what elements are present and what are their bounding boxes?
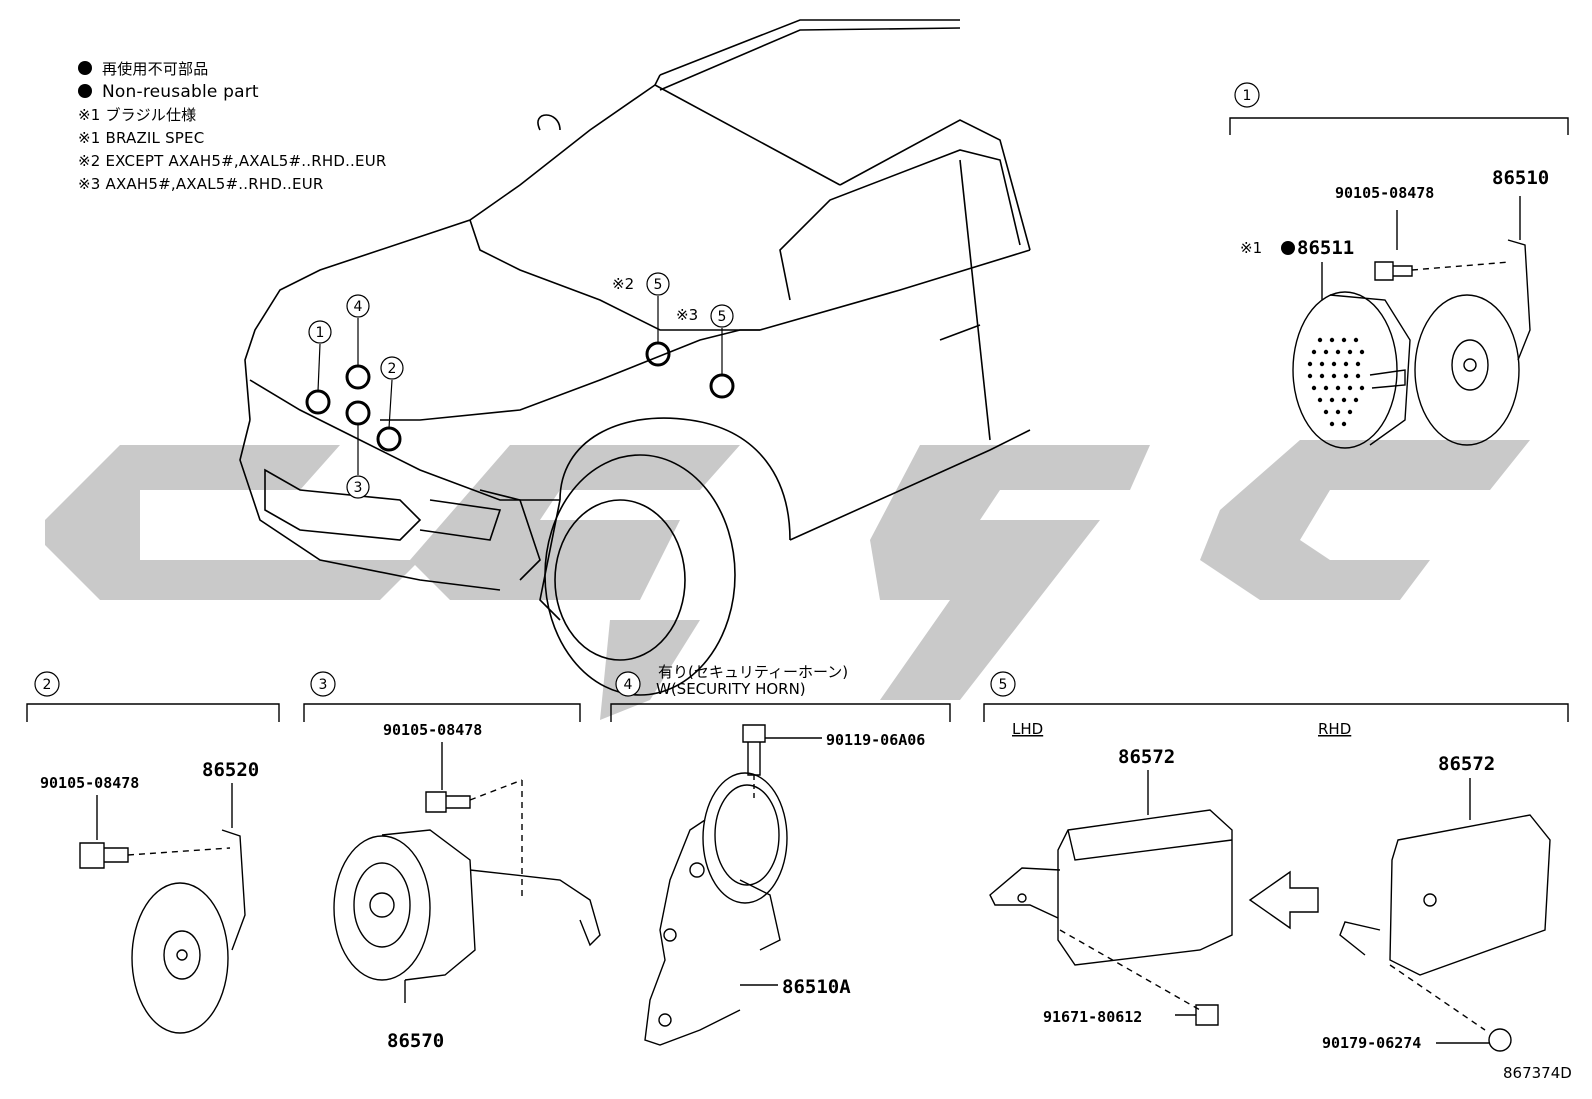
group1-bolt-label: 90105-08478 [1335,184,1434,202]
group5-rhd-label: RHD [1318,720,1351,738]
group5-lhd-part-label: 86572 [1118,746,1175,768]
group4-title-en: W(SECURITY HORN) [656,680,806,698]
group-5: 5 LHD RHD 86572 86572 91671-80612 90179-… [983,671,1569,1052]
group1-horn-label: 86510 [1492,167,1549,189]
vehicle-front-view [239,19,1031,696]
vehicle-callout-circles [308,272,734,499]
group5-callout: 5 [999,677,1008,693]
vehicle-callout-4: 4 [354,299,363,315]
legend-note1-jp: ※1 ブラジル仕様 [78,106,197,124]
legend-note3: ※3 AXAH5#,AXAL5#..RHD..EUR [78,175,324,193]
drawing-number: 867374D [1503,1064,1572,1082]
vehicle-callout-5a: 5 [654,277,663,293]
mark-note2: ※2 [612,275,634,293]
hotspot-5b[interactable] [709,373,735,399]
legend-note2: ※2 EXCEPT AXAH5#,AXAL5#..RHD..EUR [78,152,387,170]
group5-rhd-bolt-label: 90179-06274 [1322,1034,1421,1052]
group4-horn-label: 86510A [782,976,851,998]
group2-horn-label: 86520 [202,759,259,781]
group2-callout: 2 [43,677,52,693]
hotspot-4[interactable] [345,364,371,390]
group4-title-jp: 有り(セキュリティーホーン) [658,663,848,681]
legend: 再使用不可部品 Non-reusable part ※1 ブラジル仕様 ※1 B… [78,58,387,196]
mark-note3: ※3 [676,306,698,324]
hotspot-2[interactable] [376,426,402,452]
group1-cover-label: 86511 [1297,237,1354,259]
legend-non-reusable-en: Non-reusable part [78,81,387,104]
vehicle-callout-5b: 5 [718,309,727,325]
group1-callout: 1 [1243,88,1252,104]
non-reusable-dot-icon [78,84,92,98]
group4-bolt-label: 90119-06A06 [826,731,925,749]
vehicle-callout-2: 2 [388,361,397,377]
group-4: 4 有り(セキュリティーホーン) W(SECURITY HORN) 90119-… [610,663,951,1046]
group-1: 1 90105-08478 86510 ※1 86511 [1229,82,1569,449]
group1-cover-prefix: ※1 [1240,239,1262,257]
group2-bolt-label: 90105-08478 [40,774,139,792]
hotspot-3[interactable] [345,400,371,426]
group5-lhd-label: LHD [1012,720,1043,738]
legend-note1-en: ※1 BRAZIL SPEC [78,129,205,147]
hotspot-1[interactable] [305,389,331,415]
group3-callout: 3 [319,677,328,693]
group5-lhd-bolt-label: 91671-80612 [1043,1008,1142,1026]
group4-callout: 4 [624,677,633,693]
non-reusable-dot-icon [78,61,92,75]
non-reusable-dot-icon [1281,241,1295,255]
group3-bolt-label: 90105-08478 [383,721,482,739]
group1-cover-holes [1307,337,1365,427]
legend-text: 再使用不可部品 [102,60,209,78]
legend-non-reusable-jp: 再使用不可部品 [78,58,387,81]
vehicle-callout-1: 1 [316,325,325,341]
group-3: 3 90105-08478 86570 [303,671,601,1052]
group3-siren-label: 86570 [387,1030,444,1052]
hotspot-leaders [317,296,723,475]
vehicle-hotspots [305,341,735,452]
group5-rhd-part-label: 86572 [1438,753,1495,775]
group-2: 2 90105-08478 86520 [26,671,280,1034]
legend-text: Non-reusable part [102,82,259,102]
vehicle-callout-3: 3 [354,480,363,496]
